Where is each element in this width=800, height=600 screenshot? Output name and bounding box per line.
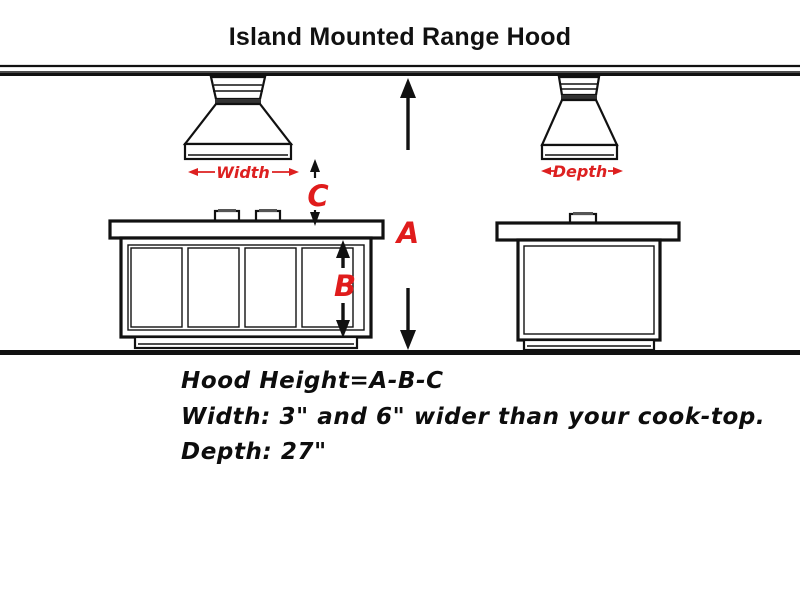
width-arrow-right-icon xyxy=(289,168,299,176)
dimension-b: B xyxy=(334,240,356,338)
hood-chimney-side xyxy=(557,75,601,97)
depth-dimension: Depth xyxy=(541,162,623,181)
note-line-2: Width: 3" and 6" wider than your cook-to… xyxy=(181,404,765,430)
hood-canopy-side xyxy=(540,98,619,147)
dimension-b-label: B xyxy=(334,269,356,303)
cabinet-toe-kick-side xyxy=(522,338,656,352)
hood-base-front xyxy=(183,142,293,161)
dimension-c-label: C xyxy=(307,179,328,213)
depth-label: Depth xyxy=(553,162,608,181)
hood-base-side xyxy=(540,143,619,161)
depth-arrow-right-icon xyxy=(613,167,623,175)
cabinet-panel-2 xyxy=(187,247,240,328)
hood-chimney-collar-side xyxy=(561,95,597,100)
dim-a-arrow-down-icon xyxy=(400,330,416,350)
hood-canopy-front xyxy=(182,102,294,146)
dimension-a-label: A xyxy=(395,216,419,250)
width-arrow-left-icon xyxy=(188,168,198,176)
hood-chimney-front xyxy=(209,75,267,101)
island-side-view xyxy=(495,212,681,352)
countertop-side xyxy=(495,221,681,242)
width-label: Width xyxy=(216,163,270,182)
floor-line xyxy=(0,350,800,355)
dim-b-arrow-down-icon xyxy=(336,320,350,338)
dim-c-arrow-up-icon xyxy=(310,159,320,172)
cabinet-toe-kick-front xyxy=(133,335,359,350)
countertop-front xyxy=(108,219,385,240)
dimension-c: C xyxy=(307,159,329,226)
dimension-a: A xyxy=(395,78,419,350)
hood-side-view xyxy=(540,75,619,161)
dim-c-arrow-down-icon xyxy=(310,212,320,226)
cabinet-panel-3 xyxy=(244,247,297,328)
ceiling-line xyxy=(0,64,800,76)
depth-arrow-left-icon xyxy=(541,167,551,175)
note-line-3: Depth: 27" xyxy=(181,439,327,465)
cabinet-panel-1 xyxy=(130,247,183,328)
hood-front-view xyxy=(182,75,294,161)
cabinet-panel-side xyxy=(523,245,655,335)
dim-b-arrow-up-icon xyxy=(336,240,350,258)
hood-chimney-collar xyxy=(215,99,261,104)
width-dimension: Width xyxy=(188,163,299,182)
dim-a-arrow-up-icon xyxy=(400,78,416,98)
page-title: Island Mounted Range Hood xyxy=(229,23,572,51)
note-line-1: Hood Height=A-B-C xyxy=(181,368,444,394)
